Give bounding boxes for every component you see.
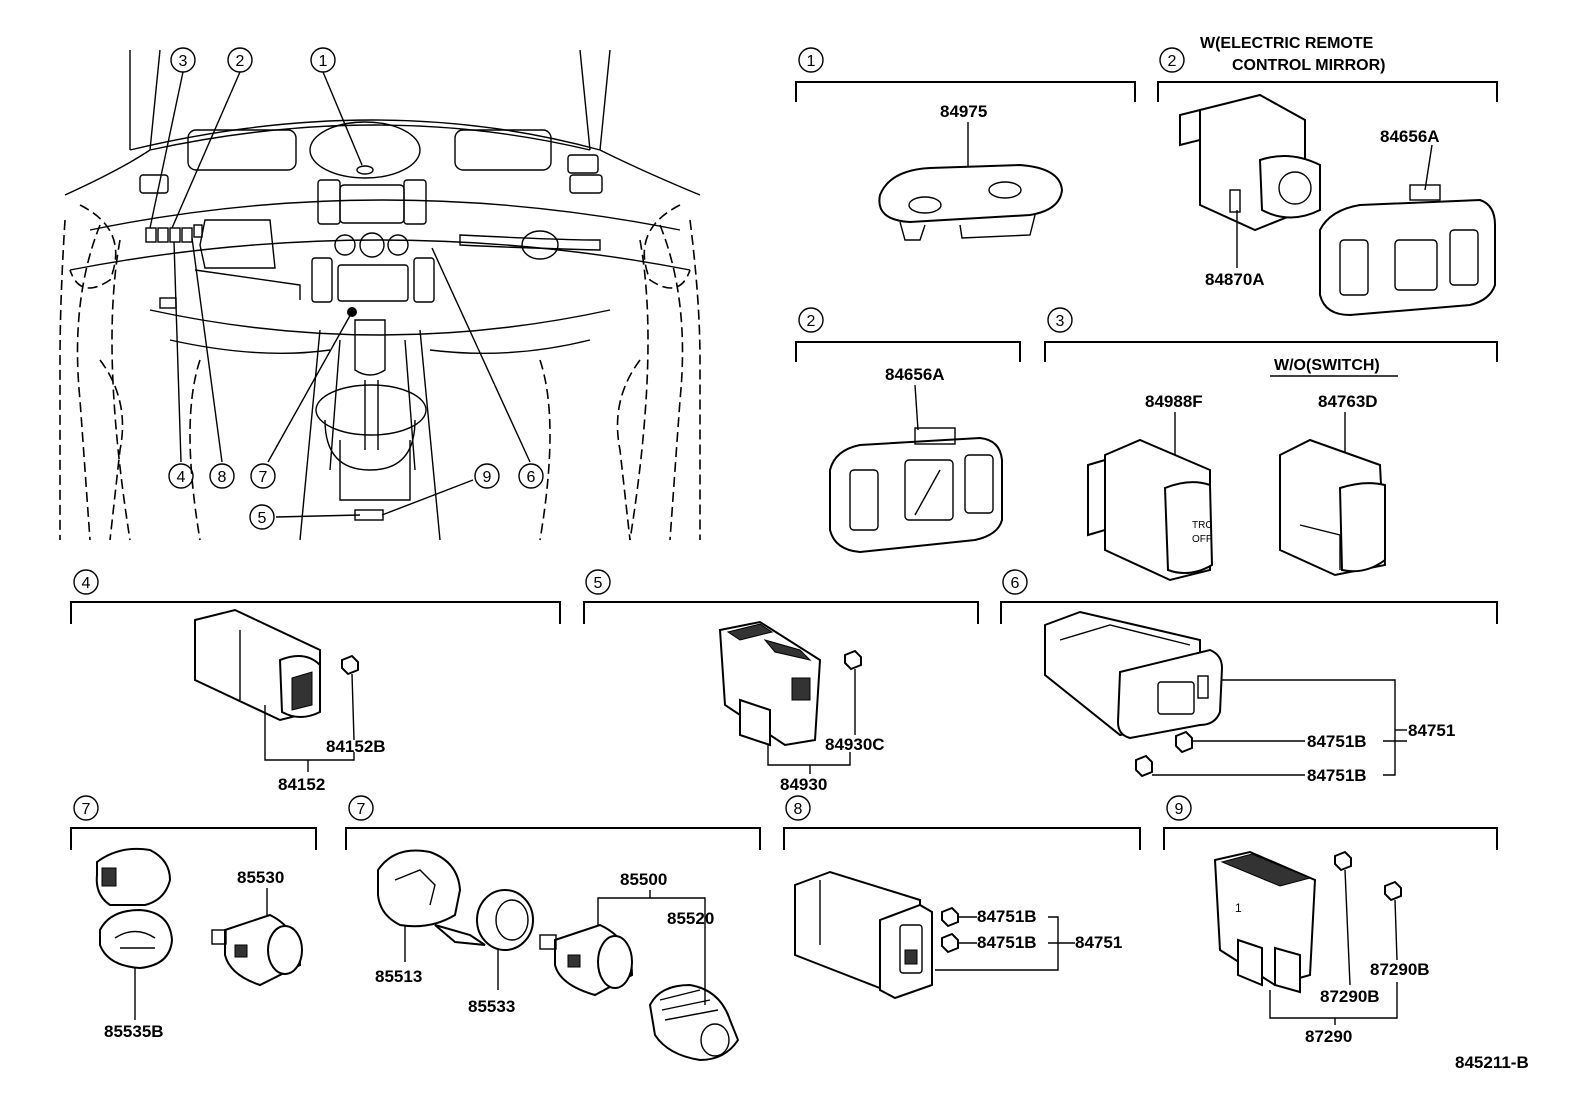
- group-2a-panel: 2 W(ELECTRIC REMOTE CONTROL MIRROR) 8487…: [1157, 35, 1498, 317]
- part-87290B: 87290B: [1320, 987, 1380, 1006]
- part-85530: 85530: [237, 868, 284, 887]
- group-ref: 8: [794, 801, 803, 818]
- group-ref: 2: [1168, 53, 1177, 70]
- dashboard-overview: [59, 49, 701, 541]
- part-84930: 84930: [780, 775, 827, 794]
- group-5-panel: 5 84930C 84930: [583, 569, 979, 794]
- group-6-panel: 6 84751B 84751B 84751: [1000, 569, 1498, 785]
- part-84152B: 84152B: [326, 737, 386, 756]
- group-ref: 7: [357, 801, 366, 818]
- part-84763D: 84763D: [1318, 392, 1378, 411]
- drawing-number: 845211-B: [1455, 1053, 1529, 1072]
- callout-2: 2: [236, 53, 245, 70]
- part-84656A: 84656A: [1380, 127, 1440, 146]
- part-84152: 84152: [278, 775, 325, 794]
- callout-7: 7: [259, 469, 268, 486]
- part-84751: 84751: [1408, 721, 1455, 740]
- part-85535B: 85535B: [104, 1022, 164, 1041]
- group-ref: 9: [1175, 801, 1184, 818]
- group-4-panel: 4 84152B 84152: [70, 569, 561, 794]
- part-87290B: 87290B: [1370, 960, 1430, 979]
- part-84975: 84975: [940, 102, 987, 121]
- group-ref: 7: [82, 801, 91, 818]
- part-84751B: 84751B: [1307, 766, 1367, 785]
- group-header-line1: W(ELECTRIC REMOTE: [1200, 35, 1374, 52]
- group-header-line2: CONTROL MIRROR): [1232, 57, 1385, 74]
- group-ref: 1: [807, 53, 816, 70]
- callout-4: 4: [177, 469, 186, 486]
- group-header: W/O(SWITCH): [1274, 357, 1380, 374]
- group-9-panel: 9 1 87290B 87290B 87290: [1163, 795, 1498, 1046]
- part-84870A: 84870A: [1205, 270, 1265, 289]
- group-ref: 2: [807, 313, 816, 330]
- group-8-panel: 8 84751B 84751B 84751: [783, 795, 1141, 1000]
- part-84930C: 84930C: [825, 735, 885, 754]
- callout-9: 9: [483, 469, 492, 486]
- callout-8: 8: [218, 469, 227, 486]
- callout-1: 1: [319, 53, 328, 70]
- group-ref: 4: [82, 575, 91, 592]
- callout-6: 6: [527, 469, 536, 486]
- part-84751B: 84751B: [977, 907, 1037, 926]
- part-87290: 87290: [1305, 1027, 1352, 1046]
- callout-5: 5: [258, 510, 267, 527]
- group-7a-panel: 7 85535B 85530: [70, 795, 317, 1041]
- part-85520: 85520: [667, 909, 714, 928]
- group-7b-panel: 7 85513 85533 85500 85520: [345, 795, 761, 1062]
- off-label: OFF: [1192, 534, 1212, 545]
- group-2b-panel: 2 84656A: [795, 307, 1021, 554]
- part-84656A: 84656A: [885, 365, 945, 384]
- part-85500: 85500: [620, 870, 667, 889]
- part-84751: 84751: [1075, 933, 1122, 952]
- trc-label: TRC: [1192, 520, 1213, 531]
- part-85513: 85513: [375, 967, 422, 986]
- part-84988F: 84988F: [1145, 392, 1203, 411]
- group-ref: 6: [1011, 575, 1020, 592]
- callout-leaders: [149, 71, 531, 518]
- group-ref: 3: [1056, 313, 1065, 330]
- switch-mark: 1: [1235, 901, 1242, 915]
- callout-3: 3: [179, 53, 188, 70]
- overview-callouts: 1 2 3 4 5 6 7 8 9: [168, 47, 544, 530]
- group-ref: 5: [594, 575, 603, 592]
- group-3-panel: 3 W/O(SWITCH) 84988F TRC OFF 84763D: [1044, 307, 1498, 582]
- group-1-panel: 1 84975: [795, 47, 1136, 241]
- part-84751B: 84751B: [977, 933, 1037, 952]
- part-84751B: 84751B: [1307, 732, 1367, 751]
- part-85533: 85533: [468, 997, 515, 1016]
